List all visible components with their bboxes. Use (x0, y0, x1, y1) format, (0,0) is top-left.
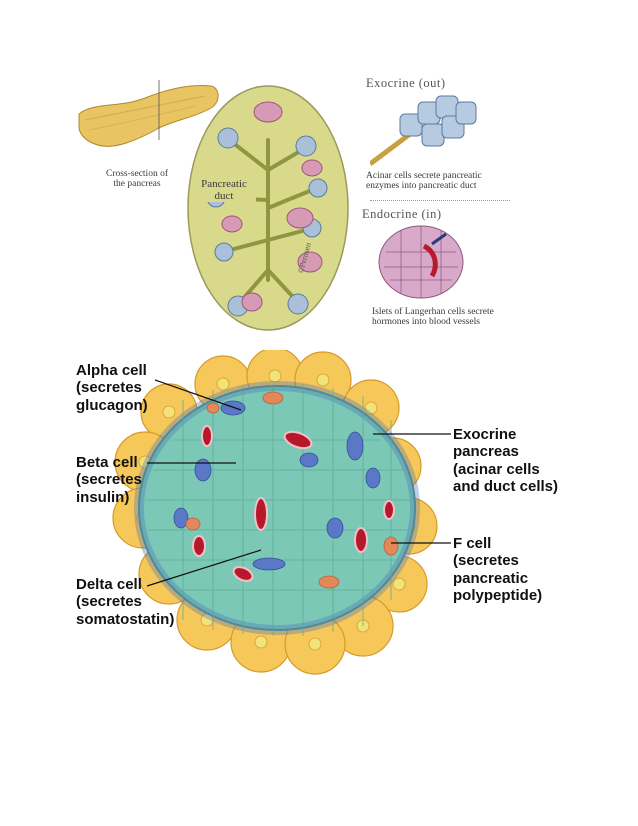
exocrine-heading: Exocrine (out) (366, 76, 446, 90)
f-cell-label: F cell (secretes pancreatic polypeptide) (453, 535, 543, 604)
pancreatic-duct-label: Pancreatic duct (192, 178, 256, 203)
islet-diagram (112, 350, 451, 675)
alpha-cell-label: Alpha cell (secretes glucagon) (76, 362, 148, 414)
islet-cluster-illustration (378, 225, 464, 299)
exocrine-pancreas-label: Exocrine pancreas (acinar cells and duct… (453, 426, 559, 495)
alpha-leader (154, 379, 242, 411)
endocrine-caption: Islets of Langerhan cells secrete hormon… (372, 307, 494, 327)
pancreas-cross-section (187, 85, 349, 331)
delta-cell-label: Delta cell (secretes somatostatin) (76, 576, 175, 628)
pancreas-illustration (78, 80, 219, 147)
exocrine-caption: Acinar cells secrete pancreatic enzymes … (366, 171, 482, 191)
delta-leader (146, 549, 262, 587)
section-divider (370, 200, 510, 201)
bottom-figure: Alpha cell (secretes glucagon) Beta cell… (73, 350, 563, 680)
acinar-cluster-illustration (370, 95, 477, 166)
blood-vessels (192, 425, 395, 582)
top-figure: Cross-section of the pancreas (70, 72, 570, 342)
endocrine-heading: Endocrine (in) (362, 207, 442, 221)
islet-body (138, 385, 416, 631)
delta-f-cells (185, 391, 399, 589)
beta-cell-label: Beta cell (secretes insulin) (76, 454, 142, 506)
cross-section-caption: Cross-section of the pancreas (105, 169, 168, 189)
